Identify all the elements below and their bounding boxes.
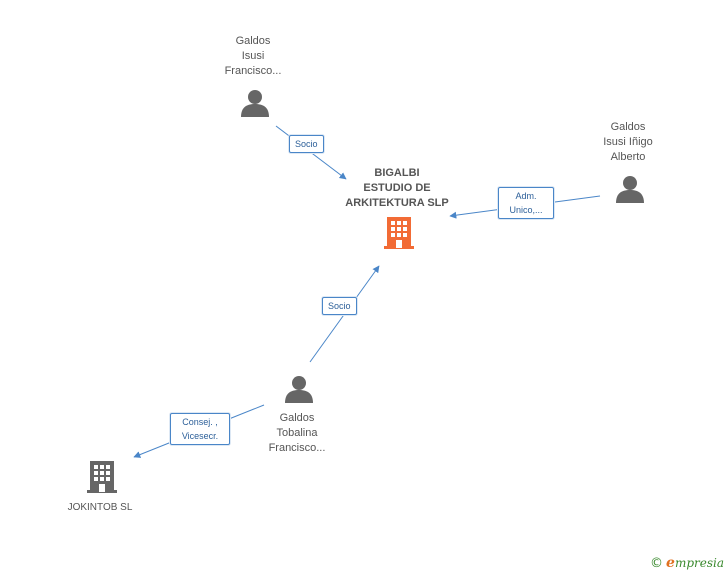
edge-label-top-to-center: Socio <box>289 135 324 153</box>
node-label-jokintob[interactable]: JOKINTOB SL <box>67 502 133 513</box>
brand-initial: e <box>666 555 675 571</box>
building-icon[interactable] <box>87 461 117 493</box>
brand-logo: © empresia <box>650 555 724 571</box>
node-label-person-bottom[interactable]: Galdos Tobalina Francisco... <box>268 412 326 454</box>
node-label-person-top[interactable]: Galdos Isusi Francisco... <box>224 35 282 77</box>
person-icon[interactable] <box>241 90 269 117</box>
building-icon[interactable] <box>384 217 414 249</box>
edge-label-right-to-center: Adm. Unico,... <box>498 187 554 219</box>
person-icon[interactable] <box>285 376 313 403</box>
edge-label-bottom-to-jokintob: Consej. , Vicesecr. <box>170 413 230 445</box>
edge-label-bottom-to-center: Socio <box>322 297 357 315</box>
node-label-center[interactable]: BIGALBI ESTUDIO DE ARKITEKTURA SLP <box>345 167 449 209</box>
brand-name: mpresia <box>674 556 724 570</box>
person-icon[interactable] <box>616 176 644 203</box>
node-label-person-right[interactable]: Galdos Isusi Iñigo Alberto <box>603 121 653 163</box>
copyright-icon: © <box>650 555 664 571</box>
